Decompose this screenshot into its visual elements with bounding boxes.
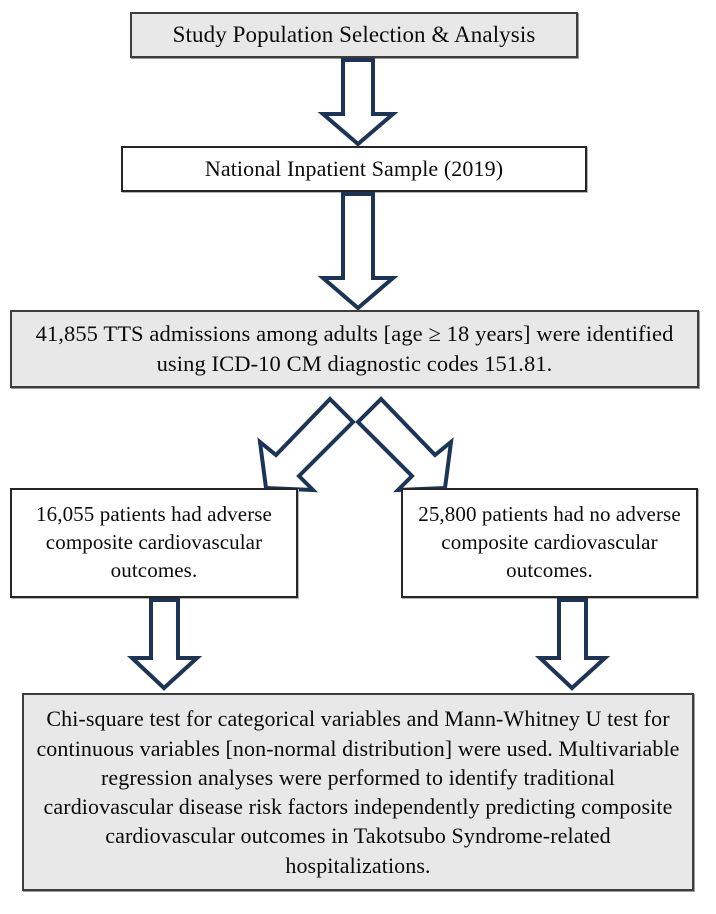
down-arrow-icon-no-adverse-to-methods [525, 598, 621, 691]
flow-node-tts-admissions-cohort: 41,855 TTS admissions among adults [age … [10, 310, 699, 388]
down-arrow-icon-title-to-dataset [305, 58, 411, 147]
flow-node-label: 16,055 patients had adverse composite ca… [36, 502, 272, 582]
flow-node-label: Study Population Selection & Analysis [172, 21, 536, 47]
down-right-arrow-icon-cohort-to-no-adverse-outcomes [355, 396, 463, 493]
flow-node-study-population-title: Study Population Selection & Analysis [130, 12, 578, 58]
down-arrow-icon-adverse-to-methods [117, 598, 213, 691]
flow-node-label: 25,800 patients had no adverse composite… [418, 502, 681, 582]
flow-node-label: National Inpatient Sample (2019) [204, 156, 504, 182]
flow-node-label: 41,855 TTS admissions among adults [age … [35, 321, 674, 376]
flow-node-adverse-composite-outcomes: 16,055 patients had adverse composite ca… [10, 488, 298, 598]
flow-node-label: Chi-square test for categorical variable… [36, 706, 680, 878]
down-left-arrow-icon-cohort-to-adverse-outcomes [248, 396, 356, 493]
flow-node-national-inpatient-sample: National Inpatient Sample (2019) [121, 146, 587, 192]
flow-node-no-adverse-composite-outcomes: 25,800 patients had no adverse composite… [401, 488, 698, 598]
flow-node-statistical-methods: Chi-square test for categorical variable… [22, 693, 694, 891]
down-arrow-icon-dataset-to-cohort [305, 192, 411, 311]
